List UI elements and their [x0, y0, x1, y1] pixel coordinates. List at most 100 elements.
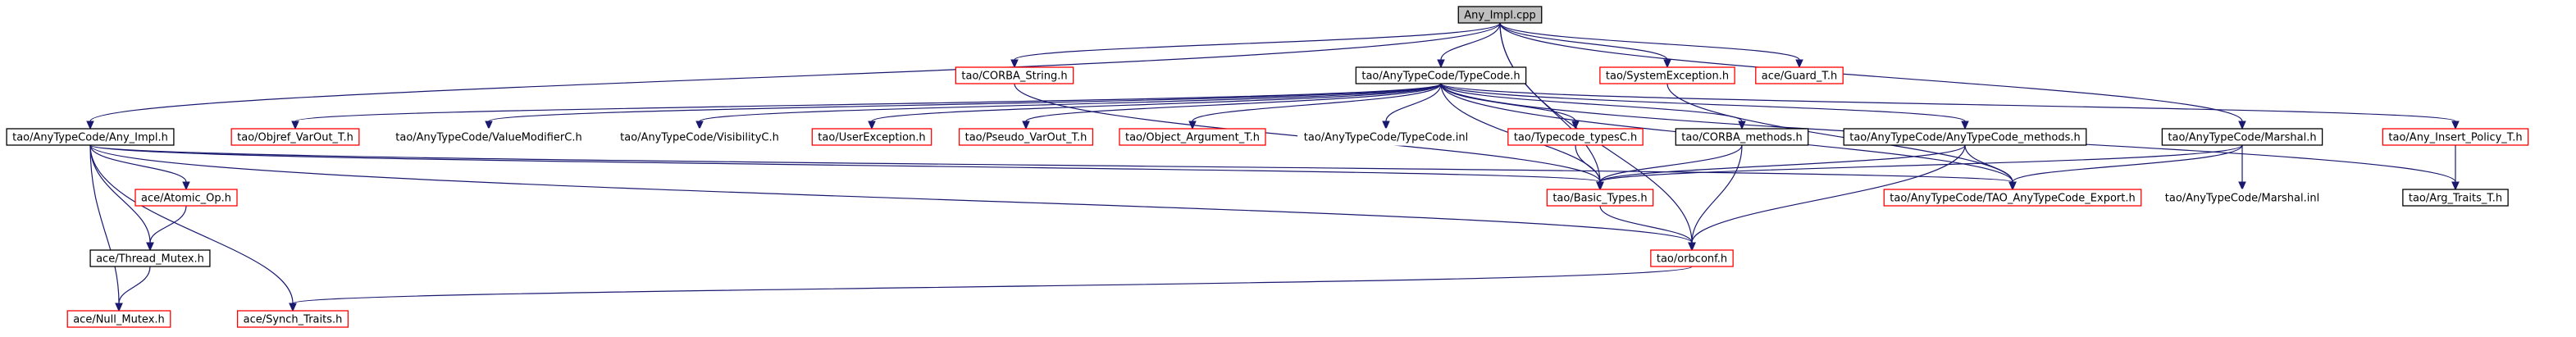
- edge-typecode_h-to-object_argument: [1188, 83, 1442, 130]
- node-orbconf[interactable]: tao/orbconf.h: [1650, 249, 1734, 267]
- node-label: ace/Atomic_Op.h: [141, 193, 231, 205]
- node-synch-traits[interactable]: ace/Synch_Traits.h: [236, 310, 349, 328]
- node-label: tao/AnyTypeCode/Marshal.h: [2168, 132, 2316, 144]
- edge-any_impl_cpp-to-systemexception: [1499, 22, 1671, 69]
- node-box: [236, 310, 349, 328]
- node-box: [1650, 249, 1734, 267]
- node-box: [1883, 189, 2142, 207]
- node-box: [2161, 128, 2323, 146]
- node-label: tao/Object_Argument_T.h: [1125, 132, 1260, 144]
- node-null-mutex[interactable]: ace/Null_Mutex.h: [66, 310, 171, 328]
- node-label: tao/Typecode_typesC.h: [1514, 132, 1637, 144]
- node-label: ace/Thread_Mutex.h: [96, 253, 204, 266]
- node-arg-traits[interactable]: tao/Arg_Traits_T.h: [2402, 189, 2509, 207]
- node-corba-string[interactable]: tao/CORBA_String.h: [955, 66, 1074, 84]
- edge-any_impl_cpp-to-any_impl_h: [86, 22, 1501, 130]
- node-box: [958, 128, 1094, 146]
- node-tao-export[interactable]: tao/AnyTypeCode/TAO_AnyTypeCode_Export.h: [1883, 189, 2142, 207]
- node-box: [6, 128, 175, 146]
- node-box: [811, 128, 932, 146]
- node-box: [2402, 189, 2509, 207]
- node-box: [2159, 189, 2326, 207]
- edge-typecode_h-to-pseudo_varout: [1022, 83, 1442, 130]
- node-object-argument[interactable]: tao/Object_Argument_T.h: [1119, 128, 1266, 146]
- edge-any_impl_cpp-to-guard_t: [1499, 22, 1803, 69]
- node-label: tao/AnyTypeCode/TAO_AnyTypeCode_Export.h: [1890, 193, 2135, 205]
- node-box: [1507, 128, 1644, 146]
- node-objref-varout[interactable]: tao/Objref_VarOut_T.h: [230, 128, 360, 146]
- node-systemexception[interactable]: tao/SystemException.h: [1599, 66, 1735, 84]
- node-label: tao/AnyTypeCode/ValueModifierC.h: [395, 132, 581, 144]
- node-guard-t[interactable]: ace/Guard_T.h: [1755, 66, 1844, 84]
- node-label: tao/AnyTypeCode/TypeCode.h: [1361, 71, 1520, 83]
- node-label: tao/UserException.h: [818, 132, 925, 144]
- node-label: ace/Null_Mutex.h: [73, 314, 165, 326]
- node-userexception[interactable]: tao/UserException.h: [811, 128, 932, 146]
- edge-orbconf-to-synch_traits: [289, 266, 1693, 312]
- node-box: [230, 128, 360, 146]
- edge-typecode_h-to-objref_varout: [291, 83, 1442, 130]
- edge-typecode_h-to-anytypecode_methods: [1440, 83, 1969, 130]
- node-box: [1843, 128, 2087, 146]
- edge-typecode_h-to-visibilityc: [695, 83, 1442, 130]
- edge-marshal_h-to-basic_types: [1596, 144, 2243, 191]
- edge-typecode_h-to-userexception: [868, 83, 1442, 130]
- node-label: tao/Pseudo_VarOut_T.h: [965, 132, 1087, 144]
- node-typecode-typesc[interactable]: tao/Typecode_typesC.h: [1507, 128, 1644, 146]
- edge-any_impl_h-to-atomic_op: [89, 144, 190, 191]
- node-box: [1546, 189, 1654, 207]
- node-box: [89, 249, 211, 267]
- node-typecode-h[interactable]: tao/AnyTypeCode/TypeCode.h: [1355, 66, 1527, 84]
- node-marshal-h[interactable]: tao/AnyTypeCode/Marshal.h: [2161, 128, 2323, 146]
- node-label: Any_Impl.cpp: [1464, 10, 1535, 22]
- node-visibilityc[interactable]: tao/AnyTypeCode/VisibilityC.h: [613, 128, 786, 146]
- edge-typecode_h-to-typecode_typesc: [1440, 83, 1580, 130]
- node-pseudo-varout[interactable]: tao/Pseudo_VarOut_T.h: [958, 128, 1094, 146]
- node-box: [613, 128, 786, 146]
- node-thread-mutex[interactable]: ace/Thread_Mutex.h: [89, 249, 211, 267]
- node-valuemodifierc[interactable]: tao/AnyTypeCode/ValueModifierC.h: [389, 128, 589, 146]
- edge-typecode_h-to-any_insert_policy: [1440, 83, 2460, 130]
- node-label: tao/CORBA_String.h: [961, 71, 1067, 83]
- edge-any_impl_h-to-basic_types: [89, 144, 1604, 191]
- node-atomic-op[interactable]: ace/Atomic_Op.h: [134, 189, 238, 207]
- edge-thread_mutex-to-null_mutex: [115, 266, 151, 312]
- edge-typecode_h-to-valuemodifierc: [485, 83, 1442, 130]
- node-label: tao/AnyTypeCode/Any_Impl.h: [12, 132, 168, 144]
- node-corba-methods[interactable]: tao/CORBA_methods.h: [1675, 128, 1809, 146]
- edge-basic_types-to-orbconf: [1599, 205, 1696, 252]
- edge-anytypecode_methods-to-basic_types: [1596, 144, 1966, 191]
- node-label: tao/Objref_VarOut_T.h: [237, 132, 353, 144]
- node-label: tao/AnyTypeCode/TypeCode.inl: [1304, 132, 1468, 144]
- node-any-impl-h[interactable]: tao/AnyTypeCode/Any_Impl.h: [6, 128, 175, 146]
- node-any-impl-cpp[interactable]: Any_Impl.cpp: [1457, 6, 1543, 24]
- node-anytypecode-methods[interactable]: tao/AnyTypeCode/AnyTypeCode_methods.h: [1843, 128, 2087, 146]
- edge-atomic_op-to-thread_mutex: [146, 205, 187, 252]
- node-box: [1457, 6, 1543, 24]
- node-typecode-inl[interactable]: tao/AnyTypeCode/TypeCode.inl: [1297, 128, 1475, 146]
- node-label: tao/AnyTypeCode/AnyTypeCode_methods.h: [1849, 132, 2081, 144]
- edge-any_insert_policy-to-arg_traits: [2451, 145, 2460, 191]
- node-box: [955, 66, 1074, 84]
- node-label: ace/Guard_T.h: [1762, 71, 1837, 83]
- node-box: [389, 128, 589, 146]
- node-basic-types[interactable]: tao/Basic_Types.h: [1546, 189, 1654, 207]
- node-box: [1119, 128, 1266, 146]
- edge-any_impl_cpp-to-typecode_h: [1437, 22, 1501, 69]
- node-label: tao/AnyTypeCode/Marshal.inl: [2165, 193, 2319, 205]
- edge-any_impl_h-to-tao_export: [89, 144, 2017, 191]
- node-label: tao/Any_Insert_Policy_T.h: [2388, 132, 2522, 144]
- node-marshal-inl[interactable]: tao/AnyTypeCode/Marshal.inl: [2159, 189, 2326, 207]
- node-box: [1355, 66, 1527, 84]
- edge-anytypecode_methods-to-tao_export: [1964, 144, 2017, 191]
- edge-any_impl_cpp-to-corba_string: [1010, 22, 1501, 69]
- edge-any_impl_cpp-to-marshal_h: [1499, 22, 2246, 130]
- node-box: [1755, 66, 1844, 84]
- node-box: [1297, 128, 1475, 146]
- node-label: tao/Arg_Traits_T.h: [2409, 193, 2502, 205]
- edge-any_impl_h-to-null_mutex: [89, 144, 123, 312]
- node-any-insert-policy[interactable]: tao/Any_Insert_Policy_T.h: [2382, 128, 2529, 146]
- edge-corba_methods-to-basic_types: [1596, 144, 1743, 191]
- edge-marshal_h-to-marshal_inl: [2238, 145, 2246, 191]
